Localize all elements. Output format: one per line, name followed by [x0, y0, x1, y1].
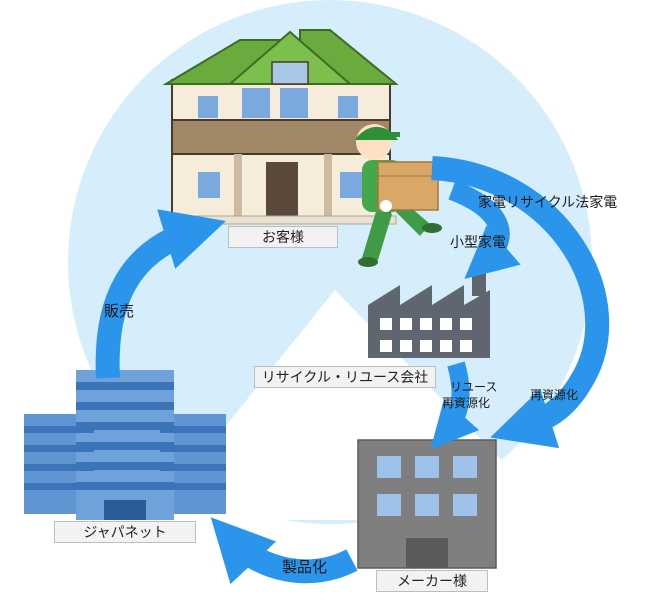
japanet-buildings-icon — [24, 370, 226, 520]
office-building-icon — [357, 439, 497, 569]
maker-label: メーカー様 — [376, 570, 488, 592]
factory-icon — [368, 272, 490, 358]
reuse-arrow — [430, 361, 480, 450]
small-appliance-label: 小型家電 — [450, 235, 506, 251]
delivery-worker-icon — [356, 124, 442, 267]
house-icon — [162, 29, 399, 225]
japanet-label: ジャパネット — [54, 521, 196, 543]
sales-label: 販売 — [104, 302, 135, 320]
reuse-label-line2: 再資源化 — [442, 396, 491, 410]
customer-label: お客様 — [228, 226, 338, 248]
appliance-recycling-law-label: 家電リサイクル法家電 — [478, 195, 618, 211]
manufacturing-arrow — [210, 517, 358, 585]
recycling-law-arrow — [431, 156, 610, 449]
recycling-label: 再資源化 — [530, 388, 579, 402]
reuse-label-line1: リユース — [450, 380, 498, 394]
small-appliance-arrow — [448, 180, 521, 280]
recycler-label: リサイクル・リユース会社 — [254, 366, 436, 388]
manufacturing-label: 製品化 — [282, 558, 328, 576]
sales-arrow — [95, 209, 226, 379]
